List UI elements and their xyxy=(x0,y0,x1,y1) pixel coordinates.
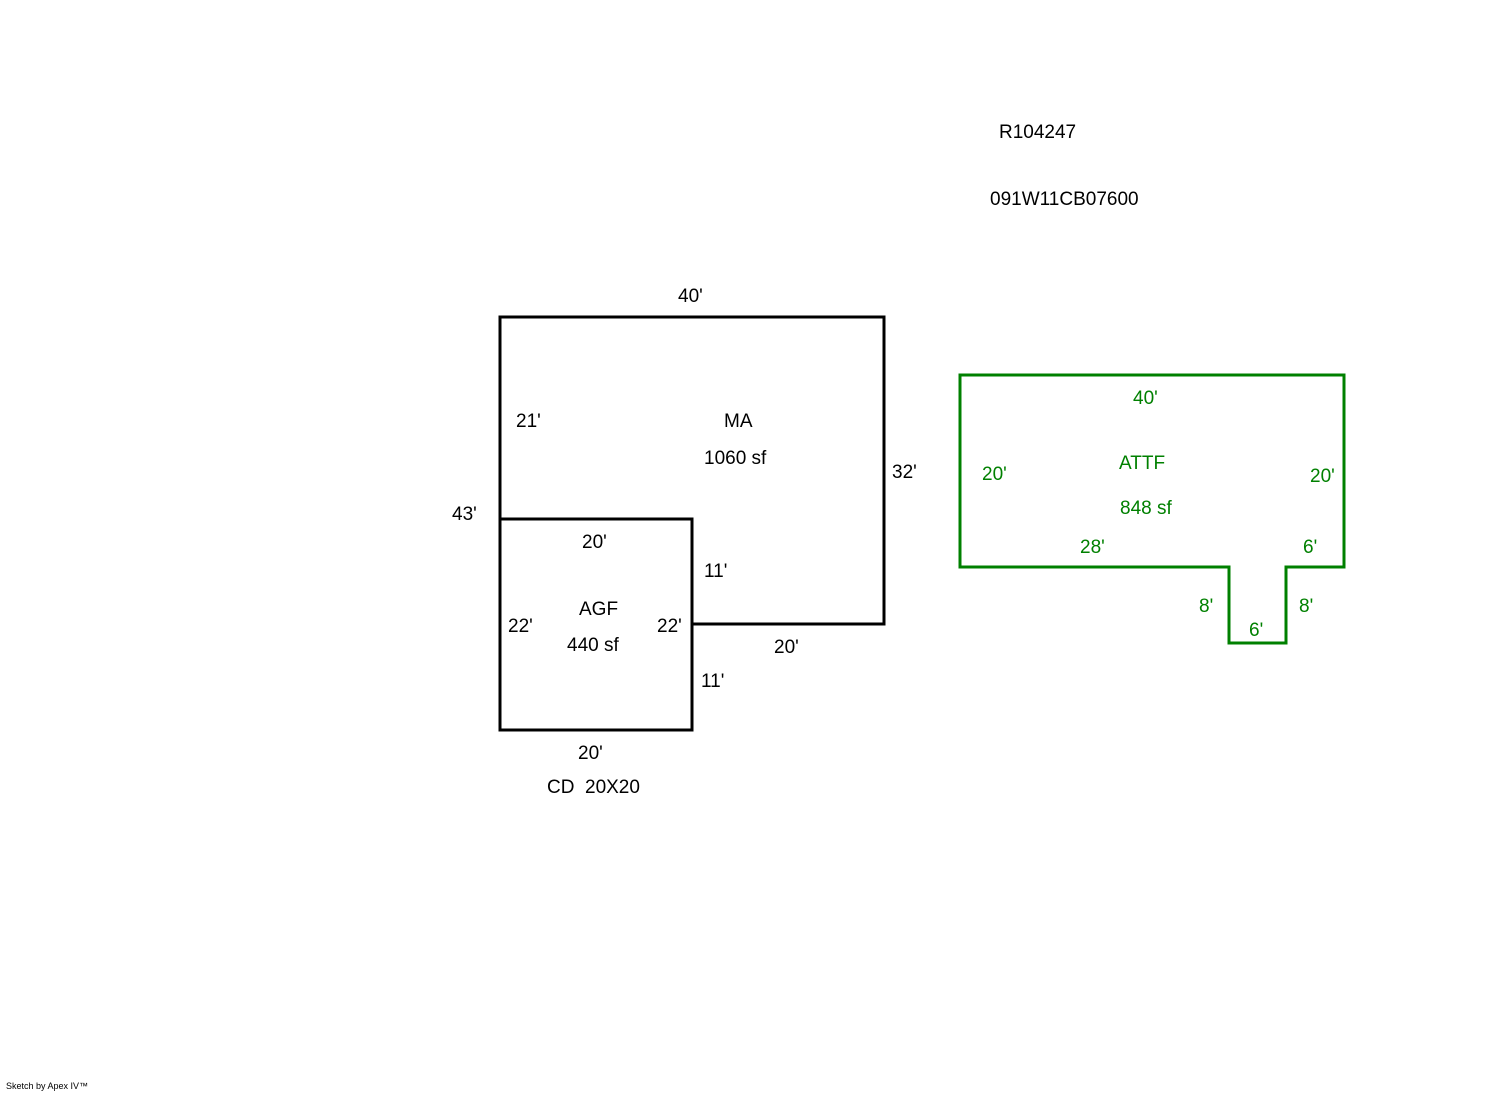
main-right-dimension: 32' xyxy=(892,462,917,483)
main-left-upper-dimension: 21' xyxy=(516,411,541,432)
garage-right-dimension: 22' xyxy=(657,616,682,637)
main-bottom-dimension: 20' xyxy=(774,637,799,658)
garage-note: CD 20X20 xyxy=(547,777,640,798)
garage-outline xyxy=(498,517,694,732)
garage-area-code: AGF xyxy=(579,599,618,620)
attf-notch-right-dimension: 8' xyxy=(1299,596,1313,617)
attached-frame-outline xyxy=(958,373,1346,645)
attf-bottom-right-dimension: 6' xyxy=(1303,537,1317,558)
garage-top-dimension: 20' xyxy=(582,532,607,553)
attf-right-dimension: 20' xyxy=(1310,466,1335,487)
garage-bottom-dimension: 20' xyxy=(578,743,603,764)
attf-left-dimension: 20' xyxy=(982,464,1007,485)
main-left-overall-dimension: 43' xyxy=(452,504,477,525)
account-id: R104247 xyxy=(999,122,1076,143)
sketch-credit: Sketch by Apex IV™ xyxy=(6,1081,89,1091)
main-area-code: MA xyxy=(724,411,753,432)
main-area-size: 1060 sf xyxy=(704,448,767,469)
attf-bottom-left-dimension: 28' xyxy=(1080,537,1105,558)
garage-area-size: 440 sf xyxy=(567,635,619,656)
attf-top-dimension: 40' xyxy=(1133,388,1158,409)
garage-right-lower-dimension: 11' xyxy=(701,671,724,692)
attf-area-size: 848 sf xyxy=(1120,498,1172,519)
attf-area-code: ATTF xyxy=(1119,453,1165,474)
garage-left-dimension: 22' xyxy=(508,616,533,637)
main-top-dimension: 40' xyxy=(678,286,703,307)
map-tax-lot: 091W11CB07600 xyxy=(990,189,1139,210)
attf-notch-bottom-dimension: 6' xyxy=(1249,620,1263,641)
main-inner-upper-dimension: 11' xyxy=(704,561,727,582)
attf-notch-left-dimension: 8' xyxy=(1199,596,1213,617)
